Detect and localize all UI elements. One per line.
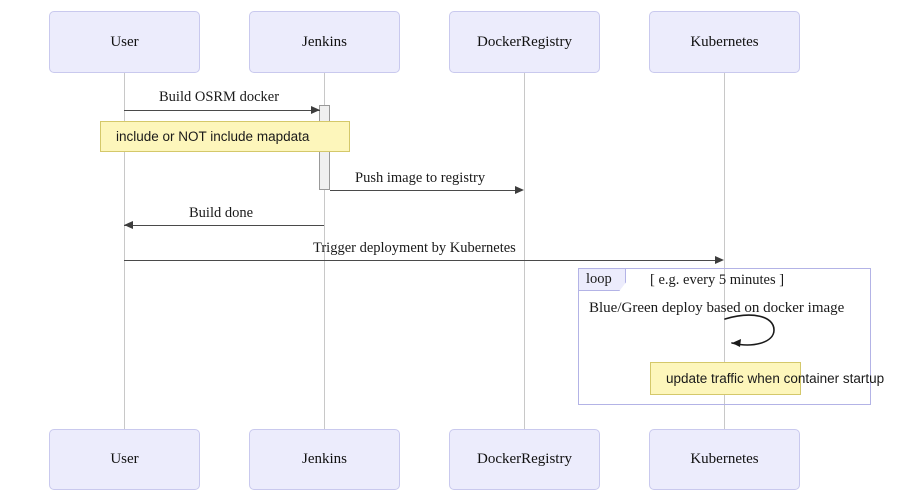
message-line-build-done [124,225,324,226]
participant-dockerregistry-top[interactable]: DockerRegistry [449,11,600,73]
message-line-push-image-to-registry [330,190,520,191]
participant-label: DockerRegistry [477,451,572,467]
participant-label: User [110,33,139,50]
participant-label: Jenkins [302,451,347,467]
message-label-build-osrm-docker: Build OSRM docker [159,89,280,105]
message-line-trigger-deployment [124,260,721,261]
participant-jenkins-top[interactable]: Jenkins [249,11,400,73]
note-text: update traffic when container startup [666,370,885,386]
message-arrowhead-build-done [124,220,133,229]
message-label-push-image-to-registry: Push image to registry [355,170,486,186]
participant-label: User [110,451,139,467]
message-arrowhead-push-image-to-registry [515,185,524,194]
note-update-traffic: update traffic when container startup [650,362,884,395]
lifeline-user [124,73,125,429]
participant-user-bottom[interactable]: User [49,429,200,490]
participant-jenkins-bottom[interactable]: Jenkins [249,429,400,490]
loop-frame-tab: loop [579,269,626,291]
participant-user-top[interactable]: User [49,11,200,73]
participant-kubernetes-top[interactable]: Kubernetes [649,11,800,73]
note-text: include or NOT include mapdata [116,128,310,144]
participant-label: Kubernetes [690,451,759,467]
note-include-mapdata: include or NOT include mapdata [100,121,350,152]
lifeline-kubernetes [724,73,725,429]
participant-dockerregistry-bottom[interactable]: DockerRegistry [449,429,600,490]
message-label-trigger-deployment: Trigger deployment by Kubernetes [313,240,516,256]
message-arrowhead-build-osrm-docker [311,105,320,114]
loop-frame-keyword: loop [586,271,612,288]
message-line-build-osrm-docker [124,110,320,111]
participant-kubernetes-bottom[interactable]: Kubernetes [649,429,800,490]
message-arrowhead-trigger-deployment [715,255,724,264]
participant-label: DockerRegistry [477,33,572,50]
loop-frame-condition: [ e.g. every 5 minutes ] [650,272,785,288]
message-label-build-done: Build done [189,205,254,221]
participant-label: Kubernetes [690,33,759,50]
loop-frame [578,268,871,405]
loop-frame-body-text: Blue/Green deploy based on docker image [589,300,845,316]
self-message-arrow-kubernetes [724,314,775,347]
participant-label: Jenkins [302,33,347,50]
lifeline-jenkins [324,73,325,429]
lifeline-dockerregistry [524,73,525,429]
